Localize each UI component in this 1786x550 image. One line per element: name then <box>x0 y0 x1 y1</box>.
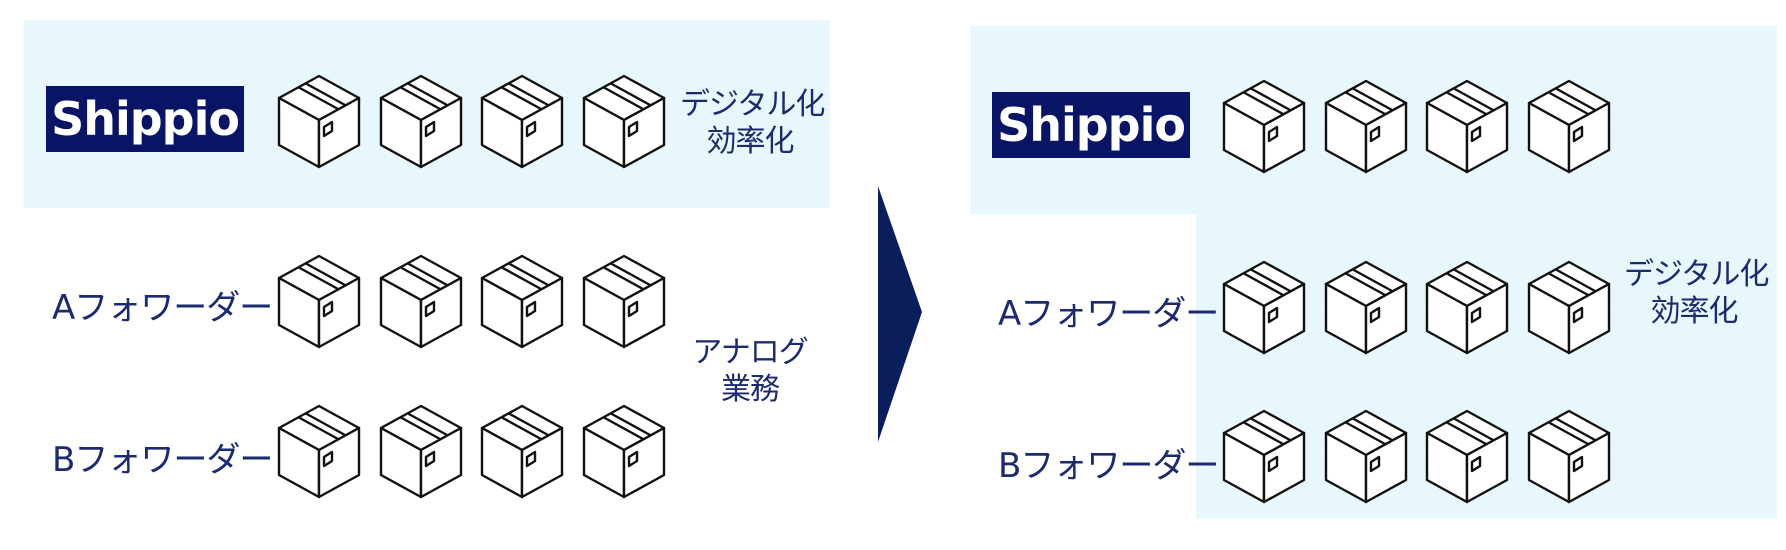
box-icon <box>479 72 565 170</box>
after-digital-note-line2: 効率化 <box>1650 294 1739 329</box>
box-icon <box>1424 77 1510 175</box>
after-row-a-label: Aフォワーダー <box>998 294 1219 334</box>
before-logo-text: Shippio <box>51 92 240 146</box>
box-icon <box>1221 407 1307 505</box>
box-icon <box>1323 258 1409 356</box>
box-icon <box>1526 77 1612 175</box>
box-icon <box>1424 407 1510 505</box>
after-shippio-logo: Shippio <box>992 92 1190 158</box>
after-digital-note-line1: デジタル化 <box>1624 257 1769 292</box>
before-digital-note-line1: デジタル化 <box>680 87 825 122</box>
box-icon <box>378 252 464 350</box>
before-analog-note-line2: 業務 <box>721 372 780 407</box>
box-icon <box>581 72 667 170</box>
box-icon <box>276 402 362 500</box>
before-analog-note-line1: アナログ <box>692 335 808 370</box>
box-icon <box>1526 258 1612 356</box>
box-icon <box>479 252 565 350</box>
box-icon <box>1323 407 1409 505</box>
before-digital-note: デジタル化 効率化 <box>680 86 825 160</box>
box-icon <box>1526 407 1612 505</box>
after-digital-note: デジタル化 効率化 <box>1624 256 1769 330</box>
before-row-b-label: Bフォワーダー <box>52 440 273 480</box>
box-icon <box>378 402 464 500</box>
before-shippio-logo: Shippio <box>46 86 244 152</box>
after-logo-text: Shippio <box>997 98 1186 152</box>
box-icon <box>1221 77 1307 175</box>
before-row-a-label: Aフォワーダー <box>52 288 273 328</box>
after-row-b-label: Bフォワーダー <box>998 446 1219 486</box>
box-icon <box>1323 77 1409 175</box>
box-icon <box>276 72 362 170</box>
box-icon <box>276 252 362 350</box>
before-digital-note-line2: 効率化 <box>706 124 795 159</box>
box-icon <box>378 72 464 170</box>
box-icon <box>581 402 667 500</box>
box-icon <box>581 252 667 350</box>
box-icon <box>1424 258 1510 356</box>
before-analog-note: アナログ 業務 <box>680 334 820 408</box>
box-icon <box>479 402 565 500</box>
transition-arrow-icon <box>878 186 922 442</box>
box-icon <box>1221 258 1307 356</box>
